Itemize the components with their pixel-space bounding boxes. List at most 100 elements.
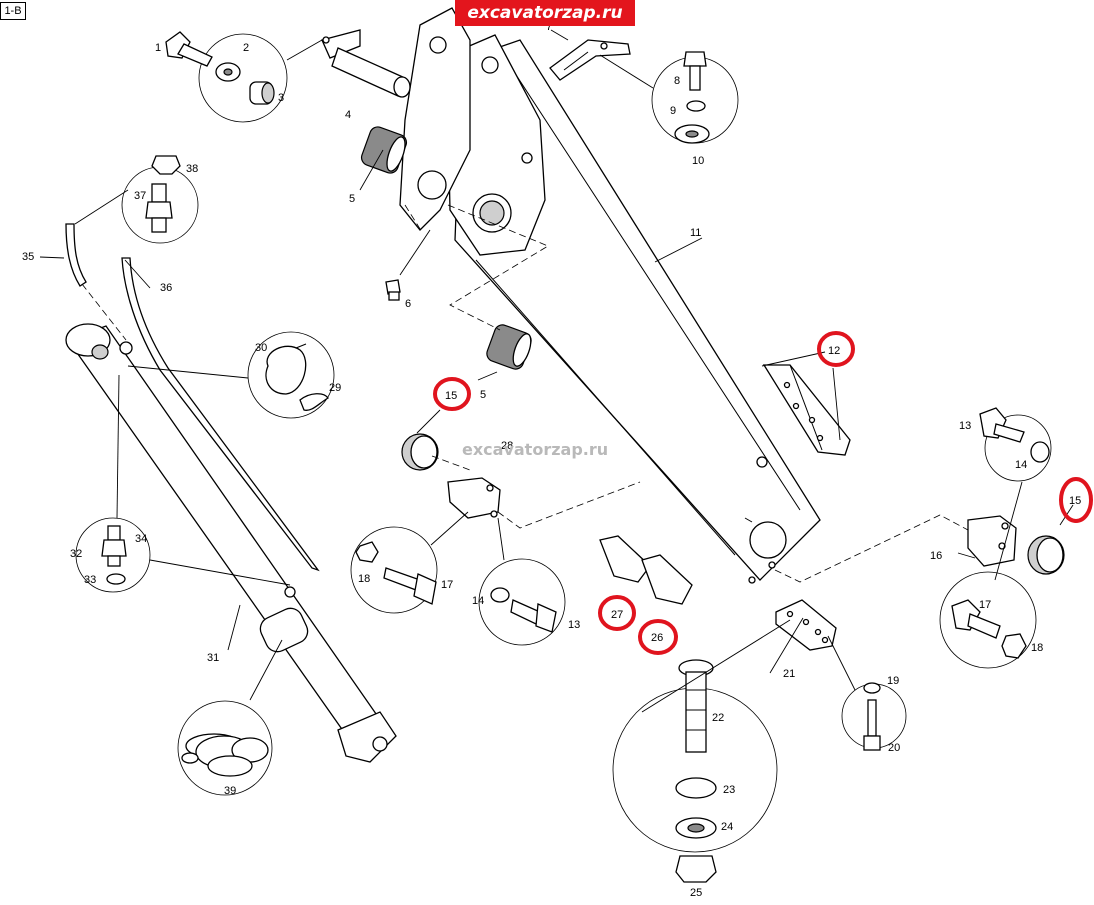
- wear-pad-part-26: [641, 554, 693, 605]
- fitting-part-37: [145, 183, 173, 233]
- cylinder-part-31: [65, 323, 397, 763]
- label-part-35: 35: [22, 251, 34, 263]
- label-part-26: 26: [651, 632, 663, 644]
- label-part-20: 20: [888, 742, 900, 754]
- boom-arm: [447, 34, 821, 584]
- label-part-34: 34: [135, 533, 147, 545]
- bushing-part-3: [249, 81, 275, 105]
- label-part-17-right: 17: [979, 599, 991, 611]
- bolt-part-17-right: [951, 599, 1001, 639]
- hose-part-35: [65, 223, 87, 287]
- label-part-27: 27: [611, 609, 623, 621]
- highlight-part-27: [598, 595, 636, 631]
- dashed-alignment-lines: [81, 204, 969, 583]
- label-part-15-left: 15: [445, 390, 457, 402]
- label-part-32: 32: [70, 548, 82, 560]
- bolt-part-22: [678, 659, 714, 753]
- lock-washer-part-9: [686, 100, 706, 112]
- label-part-3: 3: [278, 92, 284, 104]
- label-part-28: 28: [501, 440, 513, 452]
- label-part-21: 21: [783, 668, 795, 680]
- label-part-36: 36: [160, 282, 172, 294]
- washer-part-14-right: [1030, 441, 1050, 463]
- watermark: excavatorzap.ru: [462, 440, 609, 459]
- label-part-2: 2: [243, 42, 249, 54]
- highlight-part-15-left: [433, 377, 471, 411]
- bearing-part-5-top: [360, 126, 408, 174]
- leader-lines: [39, 29, 1074, 713]
- label-part-14-right: 14: [1015, 459, 1027, 471]
- o-ring-part-33: [106, 573, 126, 585]
- highlight-part-12: [817, 331, 855, 367]
- label-part-10: 10: [692, 155, 704, 167]
- label-part-29: 29: [329, 382, 341, 394]
- brand-banner: excavatorzap.ru: [455, 0, 635, 26]
- label-part-24: 24: [721, 821, 733, 833]
- bolt-part-17-left: [383, 567, 437, 605]
- label-part-7: 7: [546, 21, 552, 33]
- label-part-5-top: 5: [349, 193, 355, 205]
- label-part-38: 38: [186, 163, 198, 175]
- circlip-part-23: [675, 777, 717, 799]
- grease-nipple-part-6: [385, 279, 401, 301]
- label-part-1: 1: [155, 42, 161, 54]
- fitting-part-34: [101, 525, 127, 567]
- label-part-18-right: 18: [1031, 642, 1043, 654]
- bracket-part-28: [447, 477, 501, 519]
- label-part-4: 4: [345, 109, 351, 121]
- page-label: 1-B: [0, 2, 26, 20]
- label-part-23: 23: [723, 784, 735, 796]
- bolt-part-1: [165, 31, 213, 67]
- label-part-31: 31: [207, 652, 219, 664]
- cap-part-15-right: [1027, 535, 1065, 575]
- washer-part-24: [675, 817, 717, 839]
- label-part-9: 9: [670, 105, 676, 117]
- label-part-15-right: 15: [1069, 495, 1081, 507]
- bracket-part-16: [967, 515, 1017, 567]
- cap-part-15-left: [401, 433, 439, 471]
- washer-part-2: [215, 62, 241, 82]
- label-part-14-left: 14: [472, 595, 484, 607]
- nut-part-25: [675, 855, 717, 883]
- wear-plate-part-12: [762, 364, 851, 456]
- nut-part-38: [151, 155, 181, 175]
- seal-kit-part-39: [181, 733, 269, 777]
- label-part-37: 37: [134, 190, 146, 202]
- pin-part-4: [321, 29, 411, 98]
- bolt-part-13-left: [510, 599, 557, 633]
- highlight-part-15-right: [1059, 477, 1093, 523]
- washer-part-14-left: [490, 587, 510, 603]
- bolt-part-8: [683, 51, 707, 91]
- bracket-part-7: [549, 39, 631, 81]
- label-part-16: 16: [930, 550, 942, 562]
- label-part-18-left: 18: [358, 573, 370, 585]
- wear-pad-part-27: [599, 535, 651, 583]
- bolt-part-13-right: [979, 407, 1025, 443]
- label-part-17-left: 17: [441, 579, 453, 591]
- label-part-22: 22: [712, 712, 724, 724]
- label-part-33: 33: [84, 574, 96, 586]
- label-part-12: 12: [828, 345, 840, 357]
- highlight-part-26: [638, 619, 678, 655]
- tube-part-36: [121, 257, 320, 572]
- clamp-part-30: [265, 343, 307, 395]
- label-part-19: 19: [887, 675, 899, 687]
- label-part-5-bottom: 5: [480, 389, 486, 401]
- washer-part-10: [674, 124, 710, 144]
- plate-part-21: [775, 599, 837, 651]
- label-part-39: 39: [224, 785, 236, 797]
- label-part-13-left: 13: [568, 619, 580, 631]
- washer-part-19: [863, 682, 881, 694]
- label-part-11: 11: [690, 227, 701, 239]
- nut-part-18-left: [355, 541, 379, 563]
- label-part-30: 30: [255, 342, 267, 354]
- bearing-part-5-bottom: [486, 324, 532, 370]
- label-part-6: 6: [405, 298, 411, 310]
- label-part-13-right: 13: [959, 420, 971, 432]
- label-part-8: 8: [674, 75, 680, 87]
- bolt-part-20: [863, 699, 881, 751]
- label-part-25: 25: [690, 887, 702, 899]
- clip-part-29: [299, 393, 329, 411]
